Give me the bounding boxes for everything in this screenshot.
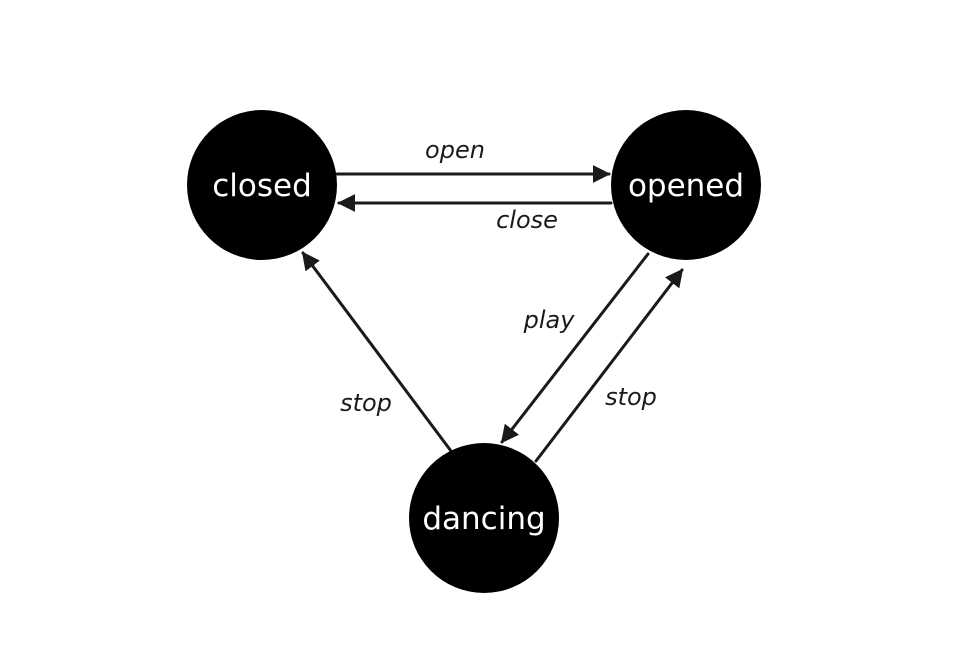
node-opened: opened <box>611 110 761 260</box>
edge-label-open: open <box>425 136 485 164</box>
edge-label-stop-to-opened: stop <box>605 383 657 411</box>
edge-stop-to-closed: stop <box>301 251 453 453</box>
node-closed: closed <box>187 110 337 260</box>
edge-close: close <box>337 194 613 234</box>
edge-label-play: play <box>523 306 576 334</box>
edge-stop-to-opened: stop <box>534 268 684 463</box>
edge-open: open <box>335 136 611 183</box>
node-label-closed: closed <box>212 168 312 204</box>
node-label-dancing: dancing <box>422 501 545 537</box>
edge-label-close: close <box>496 206 558 234</box>
node-dancing: dancing <box>409 443 559 593</box>
edge-label-stop-to-closed: stop <box>340 389 392 417</box>
edge-play: play <box>500 252 650 444</box>
node-label-opened: opened <box>628 168 744 204</box>
